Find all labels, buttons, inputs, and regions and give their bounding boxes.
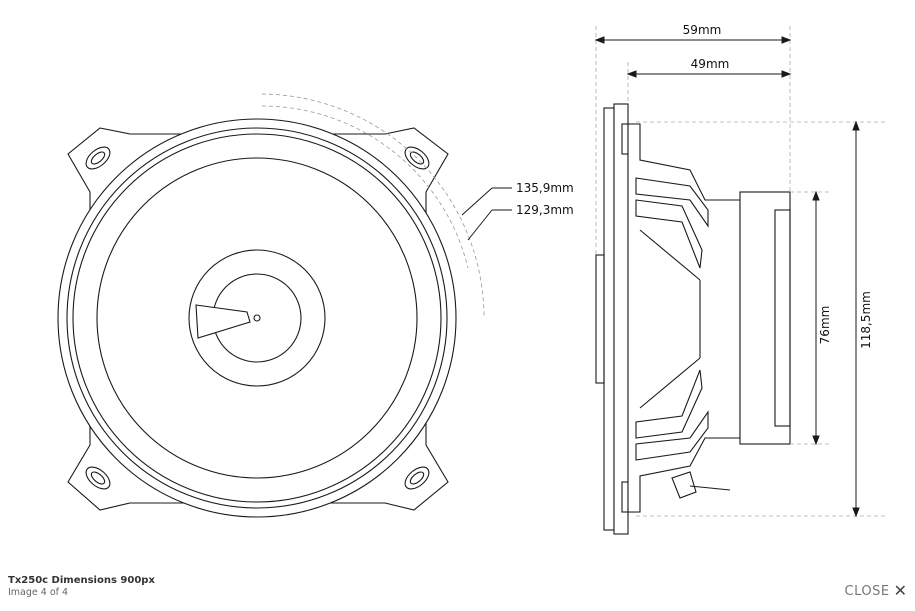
diameter-leaders — [461, 187, 512, 241]
magnet-diameter-label: 76mm — [818, 306, 832, 345]
close-label: CLOSE — [844, 583, 890, 599]
dimension-arrows — [594, 36, 860, 518]
mount-hole-top-left — [85, 146, 111, 170]
image-counter: Image 4 of 4 — [8, 587, 69, 598]
extension-lines — [595, 26, 886, 517]
lightbox-caption: Tx250c Dimensions 900px Image 4 of 4 — [8, 574, 155, 599]
speaker-front-view — [57, 93, 485, 518]
frame-height-label: 118,5mm — [859, 291, 873, 349]
inner-diameter-label: 129,3mm — [516, 203, 574, 217]
caption-title: Tx250c Dimensions 900px — [8, 575, 155, 586]
close-button[interactable]: CLOSE ✕ — [845, 583, 907, 599]
mount-hole-bottom-left — [85, 466, 111, 490]
dimension-drawing: 135,9mm 129,3mm — [57, 23, 886, 535]
mount-hole-bottom-right — [404, 466, 430, 490]
total-depth-label: 59mm — [683, 23, 722, 37]
speaker-side-view — [595, 103, 791, 535]
outer-diameter-label: 135,9mm — [516, 181, 574, 195]
close-x-icon: ✕ — [893, 581, 907, 600]
mount-depth-label: 49mm — [691, 57, 730, 71]
